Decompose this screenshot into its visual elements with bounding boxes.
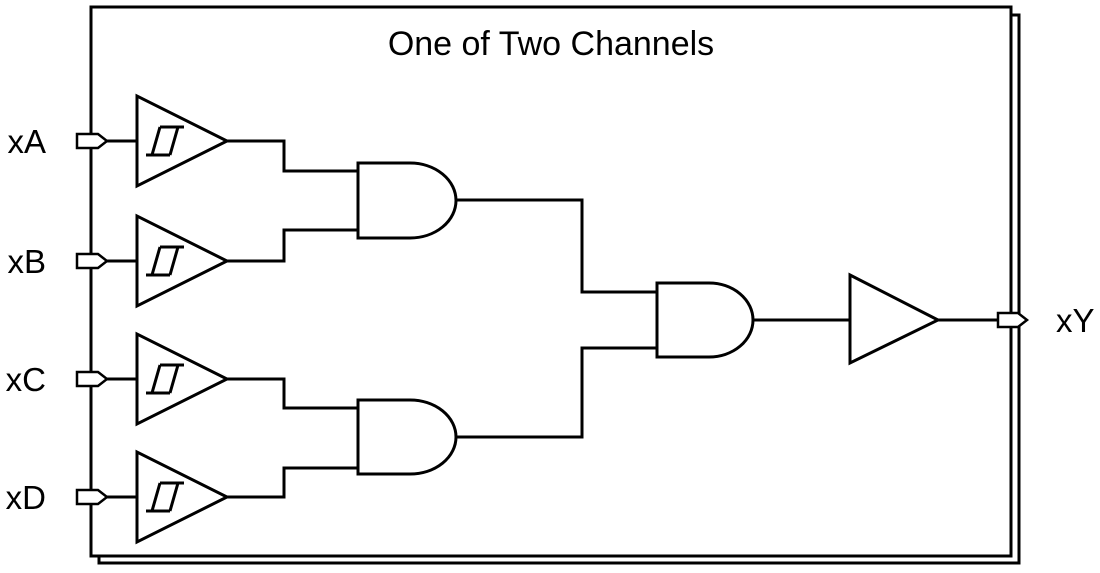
io-pins xyxy=(75,132,1030,506)
hysteresis-icon xyxy=(146,481,184,513)
buffer-triangle xyxy=(135,331,231,427)
output-buffer xyxy=(848,272,942,366)
hysteresis-icon xyxy=(146,363,184,395)
input-pin-xa xyxy=(75,132,110,150)
and-gate-bottom xyxy=(356,398,458,476)
channel-box xyxy=(89,5,1013,558)
schmitt-buffer-xb xyxy=(135,213,231,309)
and-gate-final xyxy=(655,281,755,359)
wire-and1-to-and3 xyxy=(456,198,657,294)
schmitt-buffer-xa xyxy=(135,93,231,189)
input-pin-xc xyxy=(75,370,110,388)
input-pin-xd xyxy=(75,488,110,506)
input-pin-xb xyxy=(75,252,110,270)
wire-buffer-c-to-and2 xyxy=(227,377,358,410)
hysteresis-icon xyxy=(146,125,184,157)
input-label-xd: xD xyxy=(6,479,46,516)
input-label-xb: xB xyxy=(7,243,46,280)
wire-buffer-a-to-and1 xyxy=(227,139,358,173)
wire-buffer-d-to-and2 xyxy=(227,466,358,499)
buffer-triangle xyxy=(135,213,231,309)
schmitt-buffer-xd xyxy=(135,449,231,545)
input-label-xc: xC xyxy=(6,361,46,398)
hysteresis-icon xyxy=(146,245,184,277)
schmitt-buffer-xc xyxy=(135,331,231,427)
output-pin-xy xyxy=(996,311,1030,329)
wire-and2-to-and3 xyxy=(456,346,657,439)
input-label-xa: xA xyxy=(7,123,46,160)
output-label-xy: xY xyxy=(1056,302,1095,339)
buffer-triangle xyxy=(135,449,231,545)
buffer-triangle xyxy=(135,93,231,189)
wire-buffer-b-to-and1 xyxy=(227,228,358,263)
and-gate-top xyxy=(356,161,458,240)
diagram-title: One of Two Channels xyxy=(388,25,714,63)
wires xyxy=(107,139,998,499)
